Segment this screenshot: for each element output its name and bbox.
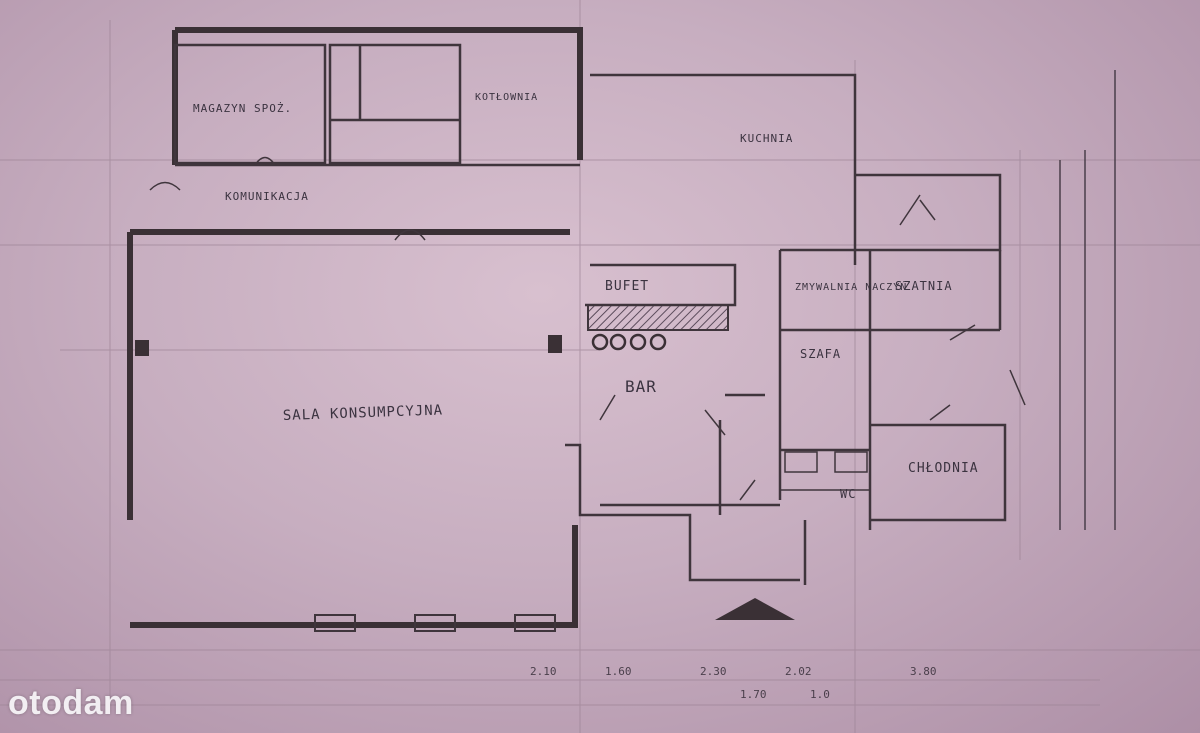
dim-5: 3.80: [910, 665, 937, 678]
doors: [149, 156, 1026, 501]
column-right: [548, 335, 562, 353]
label-bufet: BUFET: [605, 279, 649, 294]
windows: [314, 614, 556, 632]
dim-7: 1.0: [810, 688, 830, 701]
label-kuchnia: KUCHNIA: [740, 132, 793, 145]
dim-2: 1.60: [605, 665, 632, 678]
label-komunikacja: KOMUNIKACJA: [225, 190, 309, 203]
bar-stools: [591, 333, 667, 351]
label-szafa: SZAFA: [800, 347, 841, 361]
label-sala: SALA KONSUMPCYJNA: [283, 402, 444, 424]
label-kotlownia: KOTŁOWNIA: [475, 92, 538, 103]
dim-1: 2.10: [530, 665, 557, 678]
wc-fixtures: [780, 451, 870, 491]
label-zmywalnia: ZMYWALNIA NACZYŃ: [795, 280, 907, 293]
bufet-counter: [587, 304, 729, 331]
label-wc: WC: [840, 487, 856, 501]
label-bar: BAR: [625, 377, 657, 396]
dim-6: 1.70: [740, 688, 767, 701]
label-magazyn: MAGAZYN SPOŻ.: [193, 102, 292, 115]
label-szatnia: SZATNIA: [895, 279, 953, 293]
outer-walls: [127, 27, 583, 628]
entrance-arrow-icon: [715, 598, 795, 620]
dim-4: 2.02: [785, 665, 812, 678]
label-chlodnia: CHŁODNIA: [908, 461, 979, 476]
column-left: [135, 340, 149, 356]
dim-3: 2.30: [700, 665, 727, 678]
otodam-watermark: otodam: [8, 684, 134, 722]
interior-walls: [173, 43, 1007, 585]
right-dimensions: [1059, 70, 1116, 530]
